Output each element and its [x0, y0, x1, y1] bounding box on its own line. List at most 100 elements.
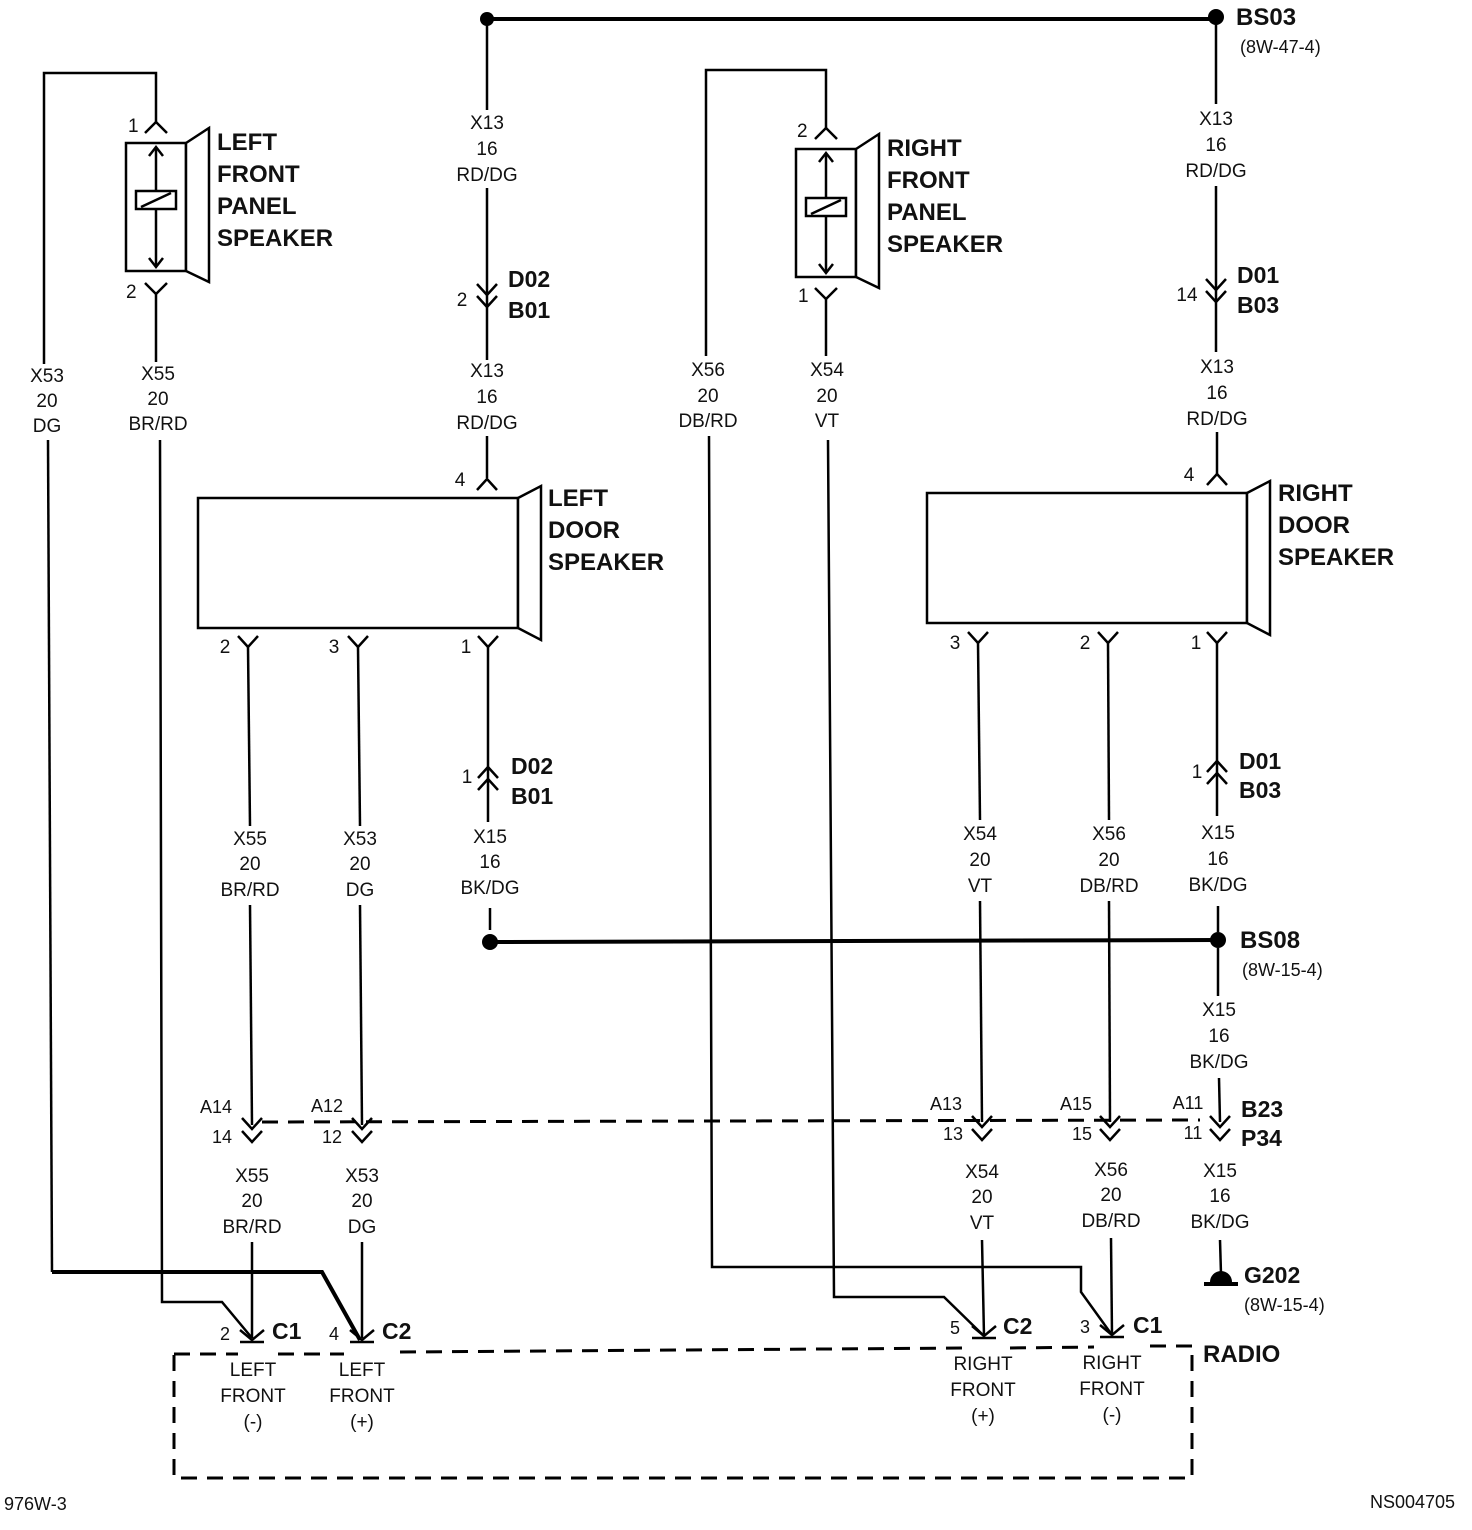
- wire-x54-to-radio-c2: [826, 439, 985, 1337]
- pin-4-female: [476, 477, 498, 491]
- splice-dot-bs08-left: [482, 934, 498, 950]
- svg-text:LEFT: LEFT: [339, 1360, 386, 1381]
- svg-text:16: 16: [1209, 1186, 1230, 1207]
- speaker-body: [196, 496, 520, 630]
- name-line4: SPEAKER: [217, 225, 333, 252]
- label-x56-mid: X56 20 DB/RD: [678, 360, 737, 432]
- svg-text:FRONT: FRONT: [950, 1380, 1016, 1401]
- wire-x53-left-top: [42, 71, 158, 364]
- wire-x56-top-loop: [704, 68, 828, 356]
- svg-text:X54: X54: [810, 360, 844, 381]
- wire-x53-mid-top: [356, 646, 362, 827]
- svg-text:C1: C1: [272, 1318, 302, 1344]
- svg-text:20: 20: [147, 389, 168, 410]
- svg-text:13: 13: [943, 1124, 963, 1144]
- svg-text:VT: VT: [970, 1213, 995, 1234]
- svg-text:B03: B03: [1237, 292, 1279, 318]
- svg-text:20: 20: [241, 1191, 262, 1212]
- svg-text:X55: X55: [141, 364, 175, 385]
- svg-text:D02: D02: [511, 753, 553, 779]
- speaker-cone: [1245, 478, 1272, 638]
- svg-text:X55: X55: [233, 829, 267, 850]
- svg-text:4: 4: [329, 1324, 339, 1344]
- svg-text:D01: D01: [1239, 748, 1281, 774]
- svg-text:20: 20: [969, 850, 990, 871]
- connector-d02-bot: 1 D02 B01: [462, 753, 554, 809]
- svg-text:20: 20: [1098, 850, 1119, 871]
- svg-text:3: 3: [950, 633, 961, 654]
- name-line2: FRONT: [217, 161, 300, 188]
- bs03-dot: [1208, 9, 1224, 25]
- bs03-label: BS03: [1236, 4, 1296, 31]
- svg-text:16: 16: [1208, 1026, 1229, 1047]
- svg-text:A11: A11: [1173, 1093, 1204, 1113]
- pin-1-label: 1: [128, 116, 139, 137]
- svg-text:X15: X15: [473, 827, 507, 848]
- svg-text:4: 4: [1184, 465, 1195, 486]
- svg-text:2: 2: [457, 290, 468, 311]
- svg-text:FRONT: FRONT: [220, 1386, 286, 1407]
- svg-text:D01: D01: [1237, 262, 1279, 288]
- bs08-ref: (8W-15-4): [1242, 960, 1323, 980]
- pin-2-label: 2: [126, 282, 137, 303]
- svg-text:FRONT: FRONT: [887, 167, 970, 194]
- label-x15-a: X15 16 BK/DG: [460, 827, 519, 899]
- label-x54-mid: X54 20 VT: [810, 360, 844, 432]
- label-x15-c: X15 16 BK/DG: [1189, 1000, 1248, 1073]
- svg-text:20: 20: [351, 1191, 372, 1212]
- svg-text:1: 1: [1192, 762, 1203, 783]
- svg-text:LEFT: LEFT: [230, 1360, 277, 1381]
- connector-d01-top: 14 D01 B03: [1176, 262, 1279, 318]
- svg-text:1: 1: [461, 637, 472, 658]
- label-x13-a: X13 16 RD/DG: [456, 113, 517, 186]
- svg-text:BR/RD: BR/RD: [128, 414, 187, 435]
- speaker-body: [925, 491, 1249, 625]
- svg-text:14: 14: [212, 1127, 232, 1147]
- svg-text:X13: X13: [470, 113, 504, 134]
- svg-text:RD/DG: RD/DG: [456, 165, 517, 186]
- wire-x55-mid-top: [246, 646, 252, 827]
- svg-text:2: 2: [220, 1324, 230, 1344]
- svg-text:B03: B03: [1239, 777, 1281, 803]
- svg-text:X15: X15: [1202, 1000, 1236, 1021]
- svg-text:X13: X13: [470, 361, 504, 382]
- label-x55-low: X55 20 BR/RD: [222, 1166, 281, 1238]
- inline-connector-dashed: [261, 1118, 1201, 1124]
- label-x56-low: X56 20 DB/RD: [1081, 1160, 1140, 1232]
- svg-text:X55: X55: [235, 1166, 269, 1187]
- g202-ground: G202 (8W-15-4): [1204, 1262, 1325, 1315]
- svg-text:RIGHT: RIGHT: [887, 135, 962, 162]
- svg-text:X56: X56: [691, 360, 725, 381]
- radio: RADIO 2 C1 LEFT FRONT (-) 4 C2 LEFT FRON…: [172, 1312, 1280, 1480]
- bs08-dot: [1210, 932, 1226, 948]
- label-x13-b: X13 16 RD/DG: [456, 361, 517, 434]
- svg-text:SPEAKER: SPEAKER: [1278, 544, 1394, 571]
- svg-text:2: 2: [1080, 633, 1091, 654]
- wire-x53-mid-down: [358, 904, 364, 1126]
- bs08-label: BS08: [1240, 927, 1300, 954]
- svg-text:16: 16: [1206, 383, 1227, 404]
- svg-text:RD/DG: RD/DG: [1185, 161, 1246, 182]
- svg-text:FRONT: FRONT: [1079, 1379, 1145, 1400]
- svg-text:14: 14: [1176, 285, 1198, 306]
- footer-right: NS004705: [1370, 1492, 1455, 1512]
- svg-text:16: 16: [479, 852, 500, 873]
- label-x15-b: X15 16 BK/DG: [1188, 823, 1247, 896]
- svg-text:SPEAKER: SPEAKER: [887, 231, 1003, 258]
- connector-d01-bot: 1 D01 B03: [1192, 748, 1282, 803]
- left-door-speaker: 4 LEFT DOOR SPEAKER 2 3 1: [196, 470, 664, 658]
- svg-text:2: 2: [797, 121, 808, 142]
- svg-text:BK/DG: BK/DG: [1190, 1212, 1249, 1233]
- svg-text:RIGHT: RIGHT: [1082, 1353, 1142, 1374]
- svg-text:(-): (-): [1103, 1405, 1122, 1426]
- svg-text:D02: D02: [508, 266, 550, 292]
- svg-text:BK/DG: BK/DG: [1188, 875, 1247, 896]
- radio-label: RADIO: [1203, 1341, 1280, 1368]
- svg-text:LEFT: LEFT: [548, 485, 608, 512]
- svg-text:C2: C2: [1003, 1313, 1032, 1339]
- svg-text:BR/RD: BR/RD: [220, 880, 279, 901]
- label-x56-r: X56 20 DB/RD: [1079, 824, 1138, 897]
- svg-text:FRONT: FRONT: [329, 1386, 395, 1407]
- svg-text:X56: X56: [1092, 824, 1126, 845]
- svg-text:20: 20: [816, 386, 837, 407]
